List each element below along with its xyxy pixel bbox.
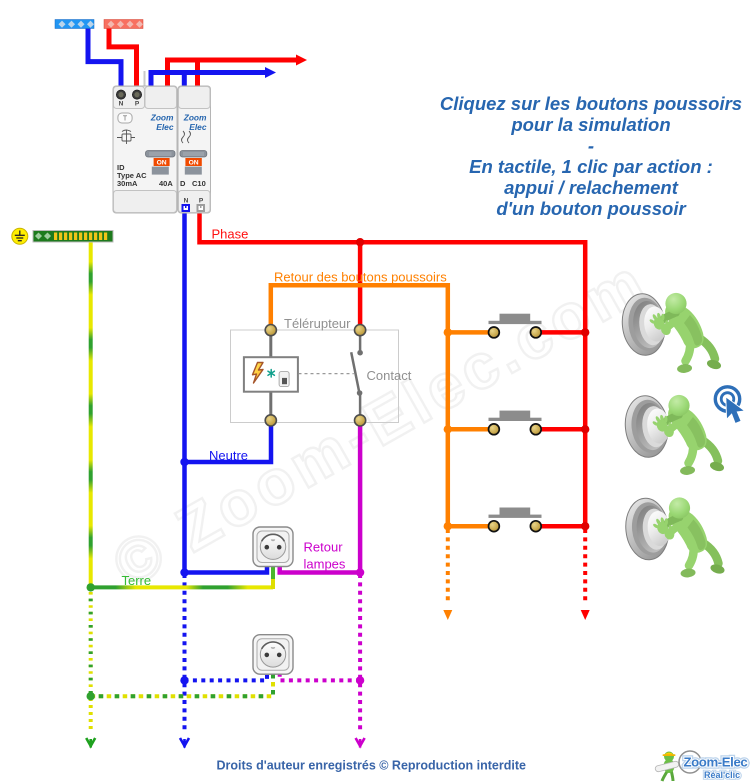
svg-text:-: - xyxy=(588,135,594,156)
svg-text:Zoom-Elec: Zoom-Elec xyxy=(684,755,748,770)
svg-text:appui / relachement: appui / relachement xyxy=(504,177,679,198)
svg-text:40A: 40A xyxy=(159,179,173,188)
svg-text:Réal'clic: Réal'clic xyxy=(704,770,740,780)
svg-text:Zoom: Zoom xyxy=(183,113,207,123)
svg-text:D: D xyxy=(180,179,186,188)
svg-text:P: P xyxy=(199,198,204,205)
svg-text:Droits d'auteur enregistrés ©: Droits d'auteur enregistrés © Reproducti… xyxy=(217,759,526,773)
svg-text:Réal'clic: Réal'clic xyxy=(704,770,740,780)
svg-text:Phase: Phase xyxy=(212,227,249,242)
svg-text:Elec: Elec xyxy=(189,122,207,132)
svg-text:Zoom: Zoom xyxy=(150,113,174,123)
svg-text:Terre: Terre xyxy=(122,573,152,588)
svg-text:N: N xyxy=(119,101,124,108)
svg-text:ON: ON xyxy=(157,160,167,167)
svg-text:Zoom-Elec: Zoom-Elec xyxy=(684,755,748,770)
svg-text:Contact: Contact xyxy=(367,368,412,383)
svg-text:N: N xyxy=(184,198,189,205)
svg-text:Retour des boutons poussoirs: Retour des boutons poussoirs xyxy=(274,270,447,285)
svg-text:Cliquez sur les boutons pousso: Cliquez sur les boutons poussoirs xyxy=(440,93,742,114)
svg-text:30mA: 30mA xyxy=(117,179,138,188)
svg-text:P: P xyxy=(135,101,140,108)
svg-text:Télérupteur: Télérupteur xyxy=(284,316,351,331)
svg-text:T: T xyxy=(123,116,128,123)
svg-text:pour la simulation: pour la simulation xyxy=(510,114,670,135)
svg-text:C10: C10 xyxy=(192,179,206,188)
svg-text:Elec: Elec xyxy=(156,122,174,132)
svg-text:d'un bouton poussoir: d'un bouton poussoir xyxy=(496,198,687,219)
svg-text:lampes: lampes xyxy=(304,557,346,572)
svg-text:Retour: Retour xyxy=(304,540,344,555)
svg-text:ON: ON xyxy=(189,160,199,167)
svg-text:Neutre: Neutre xyxy=(209,448,248,463)
svg-text:En tactile, 1 clic par action: En tactile, 1 clic par action : xyxy=(469,156,713,177)
svg-text:ID: ID xyxy=(117,163,125,172)
svg-text:Type AC: Type AC xyxy=(117,171,147,180)
